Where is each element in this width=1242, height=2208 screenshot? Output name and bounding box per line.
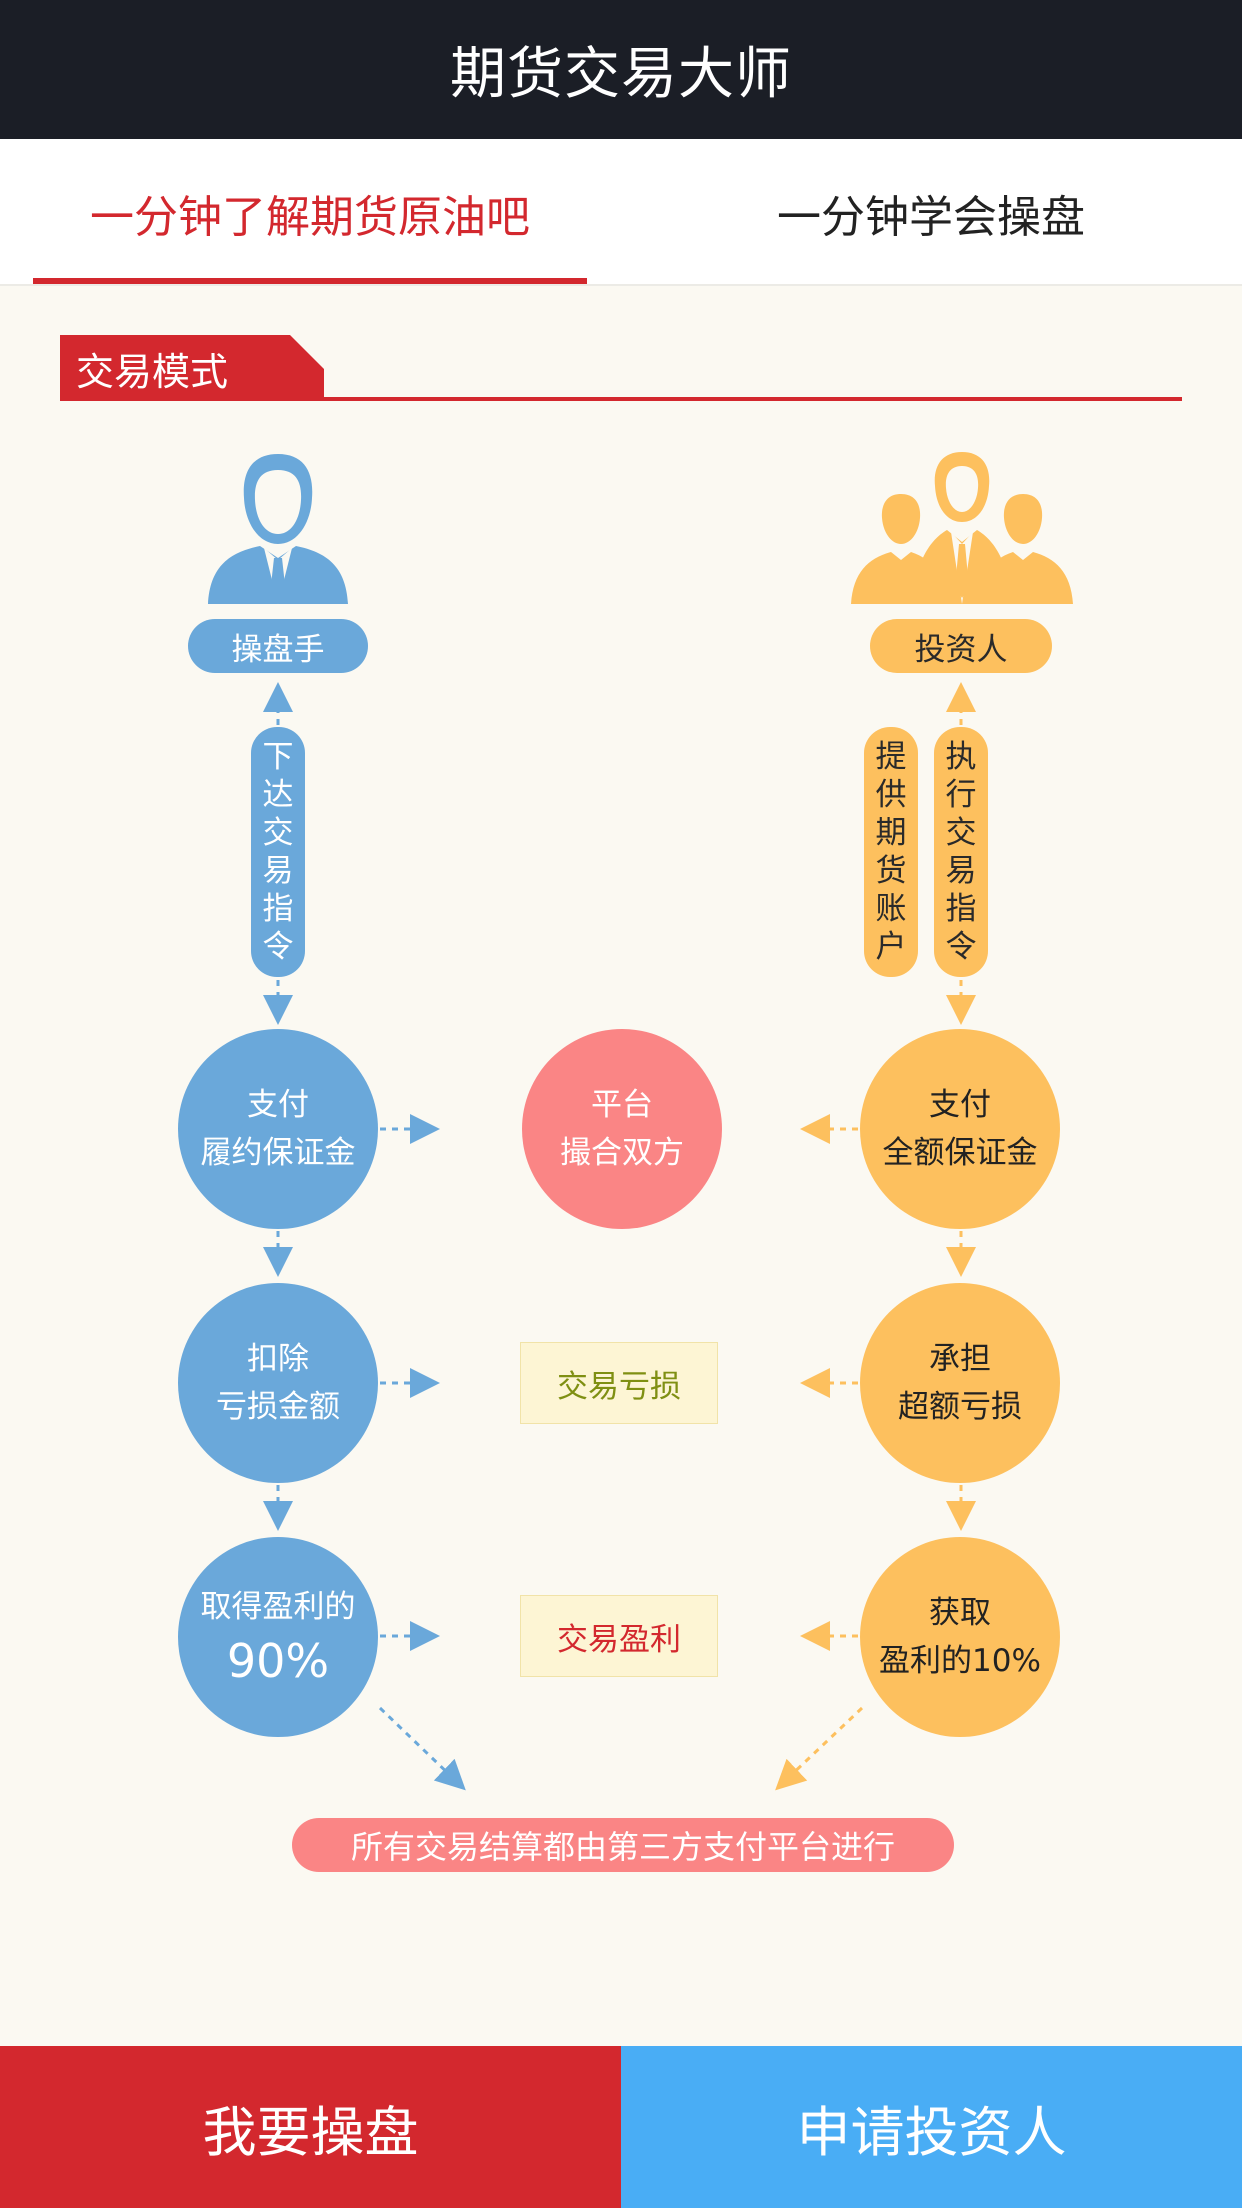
- section-title: 交易模式: [76, 349, 229, 394]
- circle-line: 支付: [929, 1087, 991, 1123]
- investor-bear-loss-circle: 承担 超额亏损: [860, 1283, 1060, 1483]
- trade-now-button[interactable]: 我要操盘: [0, 2046, 621, 2208]
- app-header: 期货交易大师: [0, 0, 1242, 139]
- char: 期: [875, 815, 907, 851]
- char: 令: [262, 929, 294, 965]
- trader-pay-margin-circle: 支付 履约保证金: [178, 1029, 378, 1229]
- section-divider: [60, 397, 1182, 401]
- circle-line: 全额保证金: [882, 1135, 1038, 1171]
- tab-understand-futures[interactable]: 一分钟了解期货原油吧: [90, 191, 530, 243]
- trader-deduct-loss-circle: 扣除 亏损金额: [178, 1283, 378, 1483]
- investor-provide-pill: 提 供 期 货 账 户: [864, 727, 918, 977]
- trade-profit-box: 交易盈利: [520, 1595, 718, 1677]
- circle-line: 获取: [929, 1595, 991, 1631]
- char: 令: [945, 929, 977, 965]
- circle-line: 盈利的10%: [879, 1643, 1041, 1679]
- investor-execute-pill: 执 行 交 易 指 令: [934, 727, 988, 977]
- char: 易: [262, 853, 294, 889]
- char: 下: [262, 739, 294, 775]
- char: 指: [262, 891, 294, 927]
- investor-pay-margin-circle: 支付 全额保证金: [860, 1029, 1060, 1229]
- trade-loss-box: 交易亏损: [520, 1342, 718, 1424]
- char: 执: [945, 739, 977, 775]
- circle-line: 支付: [247, 1087, 309, 1123]
- tab-bar: 一分钟了解期货原油吧 一分钟学会操盘: [0, 139, 1242, 286]
- circle-line: 承担: [929, 1341, 991, 1377]
- circle-line: 超额亏损: [898, 1389, 1022, 1425]
- role-trader-pill: 操盘手: [188, 619, 368, 673]
- investor-group-icon: [851, 452, 1073, 604]
- trader-order-pill: 下 达 交 易 指 令: [251, 727, 305, 977]
- char: 供: [875, 777, 907, 813]
- char: 指: [945, 891, 977, 927]
- platform-match-circle: 平台 撮合双方: [522, 1029, 722, 1229]
- char: 货: [875, 853, 907, 889]
- circle-percent: 90%: [226, 1634, 330, 1688]
- circle-line: 履约保证金: [200, 1135, 356, 1171]
- apply-investor-button[interactable]: 申请投资人: [621, 2046, 1242, 2208]
- active-tab-indicator: [33, 278, 587, 284]
- section-tag: 交易模式: [60, 335, 324, 401]
- char: 交: [262, 815, 294, 851]
- char: 账: [875, 891, 907, 927]
- char: 易: [945, 853, 977, 889]
- char: 交: [945, 815, 977, 851]
- arrow-trader-to-settlement: [378, 1706, 466, 1791]
- circle-line: 扣除: [247, 1341, 309, 1377]
- char: 提: [875, 739, 907, 775]
- circle-line: 亏损金额: [216, 1389, 340, 1425]
- circle-line: 撮合双方: [560, 1135, 684, 1171]
- investor-profit-circle: 获取 盈利的10%: [860, 1537, 1060, 1737]
- arrow-investor-to-settlement: [775, 1706, 864, 1791]
- char: 户: [875, 929, 907, 965]
- trader-profit-circle: 取得盈利的 90%: [178, 1537, 378, 1737]
- third-party-settlement-note: 所有交易结算都由第三方支付平台进行: [292, 1818, 954, 1872]
- char: 行: [945, 777, 977, 813]
- tab-learn-trading[interactable]: 一分钟学会操盘: [777, 191, 1085, 243]
- trader-person-icon: [208, 454, 348, 604]
- role-investor-pill: 投资人: [870, 619, 1052, 673]
- circle-line: 平台: [591, 1087, 653, 1123]
- char: 达: [262, 777, 294, 813]
- circle-line: 取得盈利的: [200, 1589, 356, 1625]
- page-title: 期货交易大师: [450, 42, 792, 107]
